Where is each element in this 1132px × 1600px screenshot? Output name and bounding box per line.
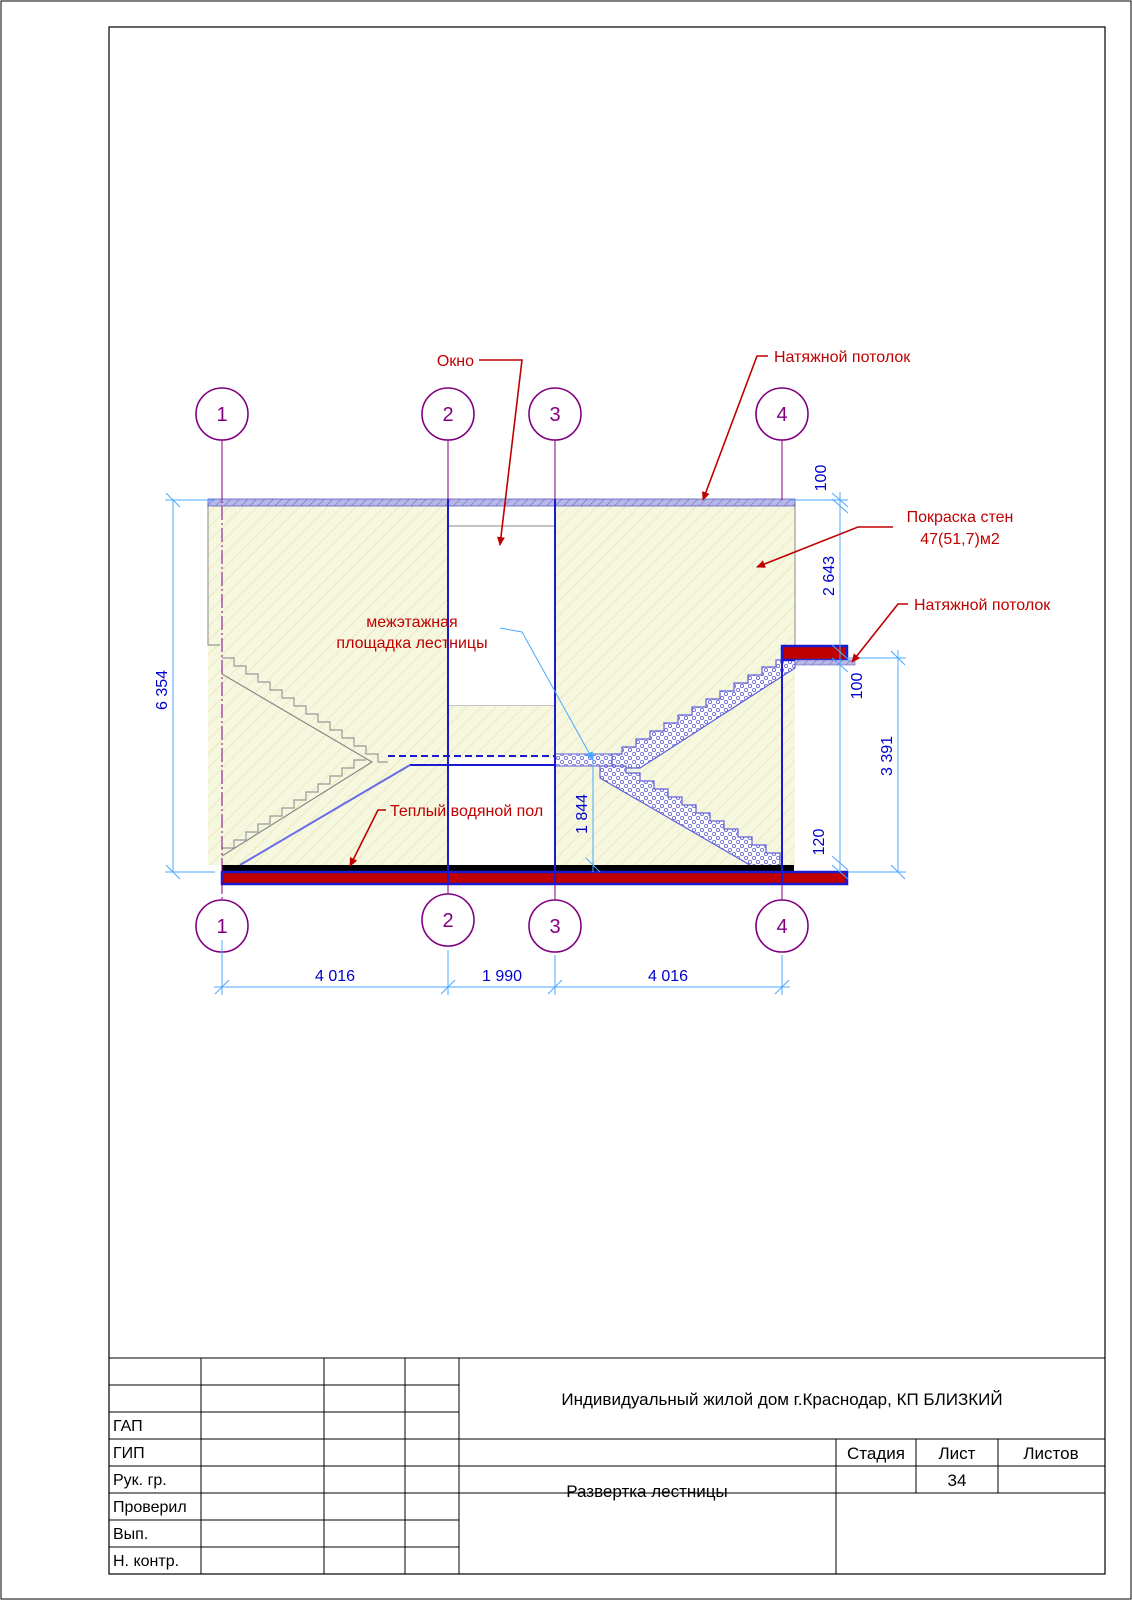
sheets-label: Листов xyxy=(1023,1444,1078,1463)
ceiling-slab xyxy=(207,498,796,507)
dim-side-slab: 100 xyxy=(849,673,866,700)
left-stair-soffit xyxy=(221,673,374,857)
note-wall-paint-2: 47(51,7)м2 xyxy=(920,531,1000,548)
leader-landing xyxy=(499,627,594,761)
dim-span-2: 1 990 xyxy=(482,968,522,985)
role-norm-control: Н. контр. xyxy=(113,1553,179,1570)
leader-ceiling-top xyxy=(702,355,768,501)
right-lower-flight xyxy=(599,765,781,873)
stage-label: Стадия xyxy=(847,1444,905,1463)
leader-wall-paint xyxy=(756,526,893,568)
dim-span-1: 4 016 xyxy=(315,968,355,985)
dim-height-total: 6 354 xyxy=(154,670,171,710)
sheet-label: Лист xyxy=(939,1444,976,1463)
window-opening xyxy=(447,525,556,707)
role-lead: Рук. гр. xyxy=(113,1472,167,1489)
inner-frame xyxy=(108,26,1106,1575)
annotations: Окно Натяжной потолок Покраска стен 47(5… xyxy=(336,349,1051,867)
note-ceiling-side: Натяжной потолок xyxy=(914,597,1051,614)
left-stair-lower xyxy=(222,759,366,849)
axis-label: 3 xyxy=(549,916,560,938)
sheet-number: 34 xyxy=(948,1471,967,1490)
title-block-text: ГАП ГИП Рук. гр. Проверил Вып. Н. контр.… xyxy=(113,1390,1079,1570)
dim-landing-height: 1 844 xyxy=(574,794,591,834)
role-gap: ГАП xyxy=(113,1418,143,1435)
note-landing-1: межэтажная xyxy=(366,614,457,631)
note-floor: Теплый водяной пол xyxy=(390,803,543,820)
axis-label: 1 xyxy=(216,916,227,938)
leader-floor xyxy=(349,809,386,867)
note-wall-paint-1: Покраска стен xyxy=(907,509,1014,526)
axis-label: 1 xyxy=(216,404,227,426)
note-window: Окно xyxy=(437,353,474,370)
project-title: Индивидуальный жилой дом г.Краснодар, КП… xyxy=(561,1390,1002,1409)
stair-section-drawing xyxy=(207,440,856,900)
upper-floor-slab xyxy=(780,644,849,662)
axis-bubble-top-3: 3 xyxy=(528,387,582,500)
floor-slab xyxy=(220,870,849,886)
leader-window xyxy=(479,359,523,546)
dim-top-slab: 100 xyxy=(813,465,830,492)
dim-span-3: 4 016 xyxy=(648,968,688,985)
dimension-labels: 6 354 100 2 643 100 3 391 1 844 120 4 01… xyxy=(154,465,896,985)
axis-label: 4 xyxy=(776,916,787,938)
axis-label: 4 xyxy=(776,404,787,426)
leader-ceiling-side xyxy=(851,603,908,663)
note-landing-2: площадка лестницы xyxy=(336,635,487,652)
wall-outline xyxy=(207,503,796,648)
right-upper-flight xyxy=(611,659,796,769)
axis-markers: 1 2 3 4 1 2 3 xyxy=(195,387,809,953)
title-block xyxy=(109,1357,1105,1574)
dim-lower-height: 3 391 xyxy=(879,736,896,776)
role-gip: ГИП xyxy=(113,1445,145,1462)
note-ceiling-top: Натяжной потолок xyxy=(774,349,911,366)
role-checked: Проверил xyxy=(113,1499,187,1516)
axis-bubble-bottom-2: 2 xyxy=(421,884,475,947)
lower-flight-line xyxy=(239,764,411,866)
upper-floor-ceiling xyxy=(794,659,856,666)
axis-label: 2 xyxy=(442,404,453,426)
below-window-fill xyxy=(448,706,555,758)
dim-upper-wall: 2 643 xyxy=(821,556,838,596)
dimensions xyxy=(165,492,906,995)
dim-floor-slab: 120 xyxy=(811,829,828,856)
left-stair-upper xyxy=(222,657,388,763)
axis-bubble-bottom-3: 3 xyxy=(528,884,582,953)
axis-label: 2 xyxy=(442,910,453,932)
left-wall-fill xyxy=(208,503,448,865)
axis-bubble-bottom-4: 4 xyxy=(755,884,809,953)
axis-label: 3 xyxy=(549,404,560,426)
axis-bubble-top-4: 4 xyxy=(755,387,809,500)
axis-bubble-top-2: 2 xyxy=(421,387,475,500)
axis-bubble-top-1: 1 xyxy=(195,387,249,500)
role-executed: Вып. xyxy=(113,1526,148,1543)
sheet-title: Развертка лестницы xyxy=(566,1482,727,1501)
floor-finish xyxy=(222,865,794,872)
